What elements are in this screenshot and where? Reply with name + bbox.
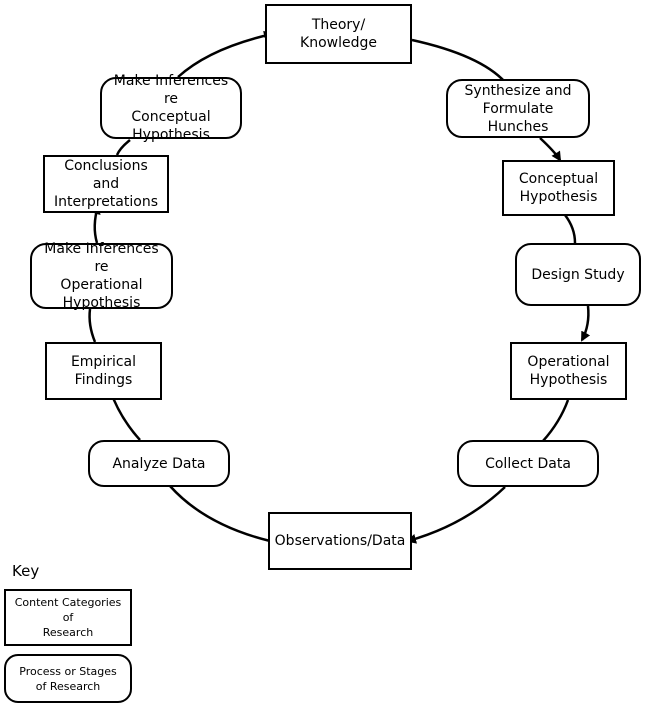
node-empirical-findings: Empirical Findings <box>45 342 162 400</box>
key-title: Key <box>12 562 40 580</box>
node-design-study: Design Study <box>515 243 641 306</box>
key-process-stage-box: Process or Stages of Research <box>4 654 132 703</box>
arc-observations-to-analyze <box>169 485 271 543</box>
arc-conclusions-to-inferences-conc <box>115 139 131 156</box>
arc-synthesize-to-conceptual <box>539 137 562 162</box>
node-inferences-conceptual: Make Inferences re Conceptual Hypothesis <box>100 73 242 143</box>
arc-design-to-operational <box>580 305 591 342</box>
node-collect-data-label: Collect Data <box>485 455 571 472</box>
node-operational-hypothesis-label: Operational Hypothesis <box>527 354 610 388</box>
node-analyze-data: Analyze Data <box>88 440 230 487</box>
node-synthesize-hunches: Synthesize and Formulate Hunches <box>446 79 590 138</box>
arc-operational-to-collect <box>542 399 570 442</box>
node-observations-data-label: Observations/Data <box>274 533 406 549</box>
node-theory-knowledge-label: Theory/ Knowledge <box>300 17 377 51</box>
key-content-category-label: Content Categories of Research <box>14 596 122 639</box>
node-conceptual-hypothesis: Conceptual Hypothesis <box>502 160 615 216</box>
node-operational-hypothesis: Operational Hypothesis <box>510 342 627 400</box>
node-theory-knowledge: Theory/ Knowledge <box>265 4 412 64</box>
node-conceptual-hypothesis-label: Conceptual Hypothesis <box>518 171 599 205</box>
node-observations-data: Observations/Data <box>268 512 412 570</box>
node-empirical-findings-label: Empirical Findings <box>70 354 137 388</box>
node-collect-data: Collect Data <box>457 440 599 487</box>
arc-conceptual-to-design <box>564 214 577 244</box>
key-process-stage-label: Process or Stages of Research <box>19 664 117 693</box>
arc-theory-to-synthesize <box>411 38 506 83</box>
arc-collect-to-observations <box>406 486 506 544</box>
node-inferences-operational-label: Make Inferences re Operational Hypothesi… <box>44 241 159 311</box>
node-synthesize-hunches-label: Synthesize and Formulate Hunches <box>464 82 572 135</box>
node-conclusions-label: Conclusions and Interpretations <box>54 158 158 210</box>
node-analyze-data-label: Analyze Data <box>112 455 206 472</box>
node-conclusions: Conclusions and Interpretations <box>43 155 169 213</box>
node-inferences-operational: Make Inferences re Operational Hypothesi… <box>30 241 173 311</box>
arc-inferences-conc-to-theory <box>177 30 274 78</box>
arc-empirical-to-inferences-op <box>88 308 97 343</box>
node-design-study-label: Design Study <box>531 266 625 283</box>
node-inferences-conceptual-label: Make Inferences re Conceptual Hypothesis <box>113 73 229 143</box>
key-content-category-box: Content Categories of Research <box>4 589 132 646</box>
